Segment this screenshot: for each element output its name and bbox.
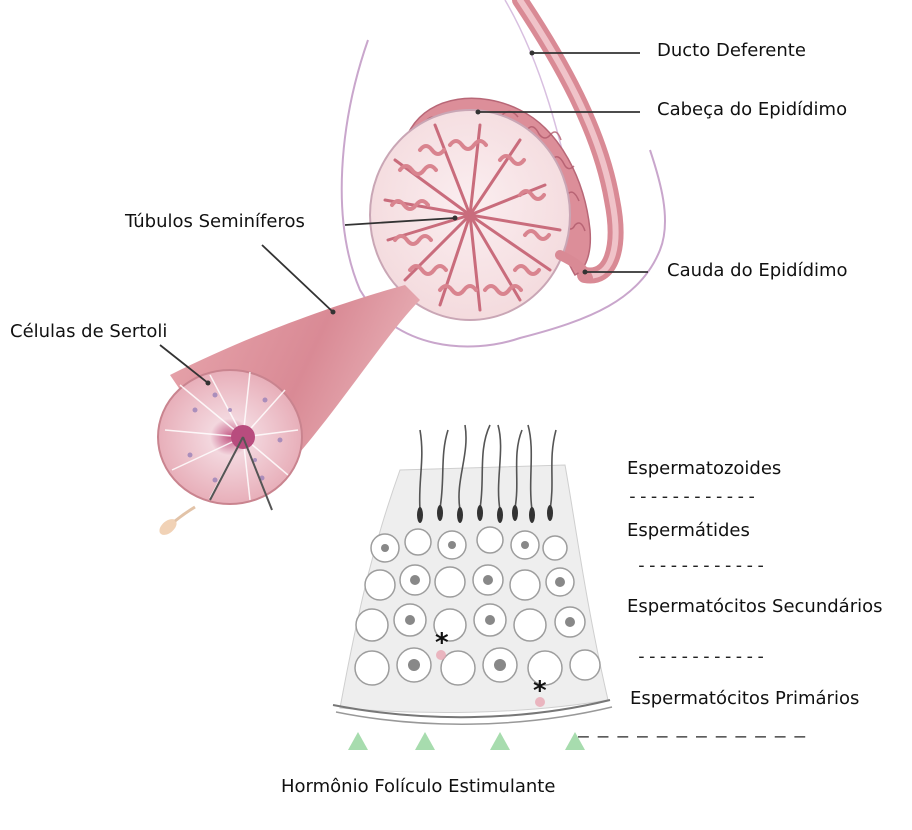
label-cauda-epididimo: Cauda do Epidídimo bbox=[667, 262, 848, 280]
leader-cone bbox=[262, 245, 333, 312]
label-cabeca-epididimo: Cabeça do Epidídimo bbox=[657, 101, 847, 119]
label-espermatocitos-secundarios: Espermatócitos Secundários bbox=[627, 598, 883, 616]
asterisk-marker-1: * bbox=[435, 630, 449, 656]
label-celulas-sertoli: Células de Sertoli bbox=[10, 323, 167, 341]
label-ducto-deferente: Ducto Deferente bbox=[657, 42, 806, 60]
tubule-cross-section bbox=[158, 370, 302, 504]
label-espermatides: Espermátides bbox=[627, 522, 750, 540]
label-tubulos-seminiferos: Túbulos Seminíferos bbox=[125, 213, 305, 231]
label-espermatozoides: Espermatozoides bbox=[627, 460, 781, 478]
separator-3: ------------ bbox=[636, 648, 766, 666]
asterisk-marker-2: * bbox=[533, 678, 547, 704]
separator-4: — — — — — — — — — — — — bbox=[578, 728, 804, 746]
label-espermatocitos-primarios: Espermatócitos Primários bbox=[630, 690, 859, 708]
separator-1: ------------ bbox=[627, 488, 757, 506]
label-hormonio: Hormônio Folículo Estimulante bbox=[281, 778, 555, 796]
separator-2: ------------ bbox=[636, 557, 766, 575]
